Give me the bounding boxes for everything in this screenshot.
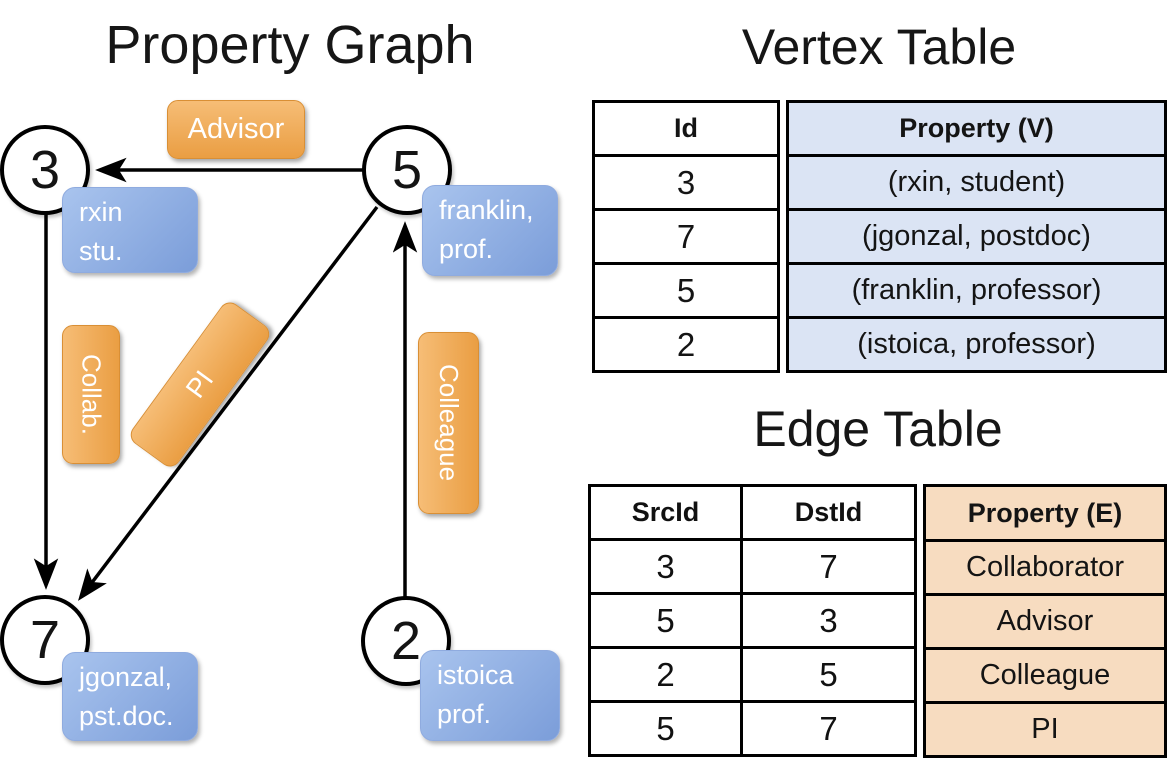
edge-property-cell: PI	[926, 701, 1164, 755]
vertex-id-cell: 3	[595, 154, 777, 208]
edge-table-title: Edge Table	[753, 401, 1003, 457]
edge-src-cell: 3	[656, 547, 675, 585]
edge-label-colleague: Colleague	[418, 332, 479, 514]
edge-label-colleague-text: Colleague	[434, 364, 464, 482]
edge-table-row: 2 5	[591, 646, 914, 700]
vertex-property-cell: (rxin, student)	[789, 154, 1164, 208]
vertex-id-cell: 5	[595, 262, 777, 316]
edge-table-row: 5 7	[591, 700, 914, 754]
edge-dst-cell: 3	[740, 595, 914, 646]
vertex-property-cell: (jgonzal, postdoc)	[789, 208, 1164, 262]
vertex-property-cell: (franklin, professor)	[789, 262, 1164, 316]
vertex-property-cell: (istoica, professor)	[789, 316, 1164, 370]
vertex-property-box-jgonzal: jgonzal, pst.doc.	[62, 652, 198, 741]
edge-label-collab: Collab.	[62, 325, 120, 464]
edge-table-row: 3 7	[591, 538, 914, 592]
vertex-property-box-rxin: rxin stu.	[62, 187, 198, 273]
vertex-property-line: prof.	[437, 699, 492, 729]
edge-property-cell: Colleague	[926, 647, 1164, 701]
vertex-property-line: prof.	[439, 234, 494, 264]
node-circle-2: 2	[361, 596, 451, 686]
vertex-table-id-header: Id	[674, 113, 698, 143]
edge-label-advisor: Advisor	[167, 100, 305, 159]
vertex-table-title: Vertex Table	[741, 19, 1017, 75]
edge-label-collab-text: Collab.	[76, 354, 107, 435]
edge-dst-cell: 5	[740, 649, 914, 700]
edge-table-row: 5 3	[591, 592, 914, 646]
edge-table-header-row: SrcId DstId	[591, 487, 914, 538]
vertex-property-line: istoica	[437, 660, 514, 690]
node-digit-5: 5	[391, 140, 423, 200]
edge-dst-cell: 7	[740, 541, 914, 592]
edge-src-cell: 2	[656, 655, 675, 693]
property-graph-title: Property Graph	[105, 15, 475, 75]
graph-edges-layer	[33, 157, 418, 601]
node-circle-5: 5	[362, 125, 452, 215]
edge-property-cell: Collaborator	[926, 539, 1164, 593]
edge-label-pi-text: PI	[179, 365, 220, 404]
edge-line-5-to-7-pi	[78, 205, 379, 601]
vertex-property-line: franklin,	[439, 195, 534, 225]
edge-table-dstid-header: DstId	[740, 487, 914, 538]
vertex-property-line: rxin	[79, 197, 123, 227]
vertex-property-line: stu.	[79, 236, 123, 266]
edge-dst-cell: 7	[740, 703, 914, 754]
node-digit-3: 3	[29, 140, 61, 200]
vertex-property-line: pst.doc.	[79, 701, 174, 731]
vertex-table-property-column: Property (V) (rxin, student) (jgonzal, p…	[786, 100, 1167, 373]
edge-table-src-dst-columns: SrcId DstId 3 7 5 3 2 5 5 7	[588, 484, 917, 757]
vertex-property-box-franklin: franklin, prof.	[422, 185, 558, 276]
edge-table-property-column: Property (E) Collaborator Advisor Collea…	[923, 484, 1167, 758]
edge-table-srcid-header: SrcId	[631, 497, 700, 527]
edge-src-cell: 5	[656, 601, 675, 639]
vertex-id-cell: 7	[595, 208, 777, 262]
edge-table-property-header: Property (E)	[967, 497, 1123, 528]
vertex-table-property-header: Property (V)	[899, 113, 1054, 143]
node-digit-2: 2	[390, 611, 422, 671]
vertex-id-cell: 2	[595, 316, 777, 370]
edge-label-advisor-text: Advisor	[187, 113, 285, 145]
vertex-property-line: jgonzal,	[79, 662, 173, 692]
edge-property-cell: Advisor	[926, 593, 1164, 647]
node-digit-7: 7	[29, 610, 61, 670]
edge-src-cell: 5	[656, 709, 675, 747]
vertex-property-box-istoica: istoica prof.	[420, 650, 560, 741]
vertex-table-id-column: Id 3 7 5 2	[592, 100, 780, 373]
